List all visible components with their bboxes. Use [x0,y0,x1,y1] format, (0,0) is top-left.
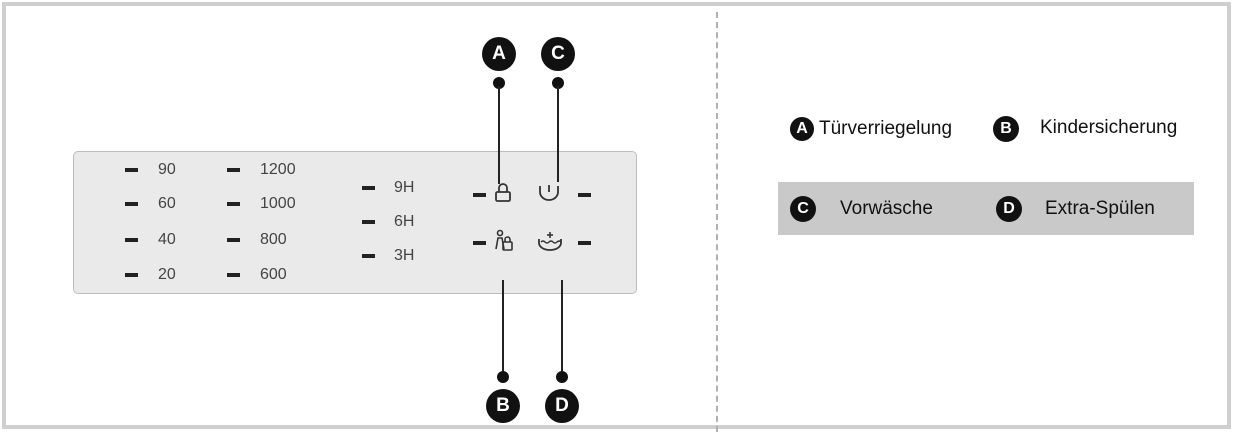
callout-d-dot [556,371,568,383]
temp-60-label: 60 [158,195,176,212]
spin-1000-indicator [227,202,240,206]
legend-a-badge: A [790,117,814,141]
legend-b-badge: B [993,116,1019,142]
spin-600-indicator [227,273,240,277]
delay-6h-label: 6H [394,213,415,230]
spin-800-indicator [227,238,240,242]
control-panel: 90 60 40 20 1200 1000 800 600 9H 6H 3H [73,151,637,294]
delay-6h-indicator [362,220,375,224]
delay-9h-indicator [362,186,375,190]
door-lock-indicator [473,193,486,197]
callout-a-leader [498,86,500,184]
prewash-indicator [578,193,591,197]
temp-20-indicator [125,273,138,277]
extra-rinse-icon [538,232,562,251]
temp-90-indicator [125,168,138,172]
callout-c-dot [552,77,564,89]
temp-60-indicator [125,202,138,206]
temp-40-label: 40 [158,231,176,248]
callout-c: C [541,37,575,71]
callout-b-dot [497,371,509,383]
callout-b-leader [502,280,504,376]
spin-800-label: 800 [260,231,287,248]
dashed-divider [716,12,718,432]
legend-c-text: Vorwäsche [840,198,933,219]
child-lock-indicator [473,241,486,245]
temp-40-indicator [125,238,138,242]
legend-b-text: Kindersicherung [1040,117,1178,138]
legend-highlight-band [778,182,1194,235]
delay-3h-label: 3H [394,247,415,264]
callout-a-dot [493,77,505,89]
legend-d-text: Extra-Spülen [1045,198,1155,219]
callout-c-leader [557,86,559,182]
delay-9h-label: 9H [394,179,415,196]
temp-20-label: 20 [158,266,176,283]
spin-600-label: 600 [260,266,287,283]
temp-90-label: 90 [158,161,176,178]
child-lock-icon [495,229,513,251]
spin-1000-label: 1000 [260,195,296,212]
extra-rinse-indicator [578,241,591,245]
callout-d: D [545,389,579,423]
spin-1200-label: 1200 [260,161,296,178]
callout-d-leader [561,280,563,376]
legend-a-text: Türverriegelung [819,118,953,139]
figure-frame [2,2,1231,429]
door-lock-icon [495,183,511,202]
callout-b: B [486,389,520,423]
legend-c-badge: C [790,196,816,222]
delay-3h-indicator [362,254,375,258]
spin-1200-indicator [227,168,240,172]
prewash-icon [539,185,559,201]
callout-a: A [482,37,516,71]
legend-d-badge: D [996,196,1022,222]
